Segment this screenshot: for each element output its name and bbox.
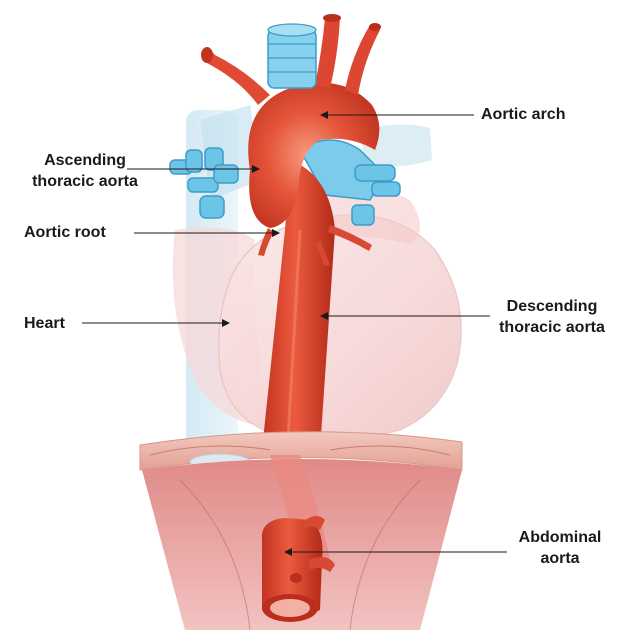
label-heart-text: Heart (24, 313, 65, 334)
label-ascending-line2: thoracic aorta (10, 171, 160, 192)
label-aortic-arch-text: Aortic arch (481, 104, 565, 125)
label-ascending-line1: Ascending (10, 150, 160, 171)
label-abdominal-aorta: Abdominal aorta (510, 527, 610, 569)
label-aortic-root-text: Aortic root (24, 222, 106, 243)
label-ascending-thoracic-aorta: Ascending thoracic aorta (10, 150, 160, 192)
label-descending-line2: thoracic aorta (488, 317, 616, 338)
label-descending-thoracic-aorta: Descending thoracic aorta (488, 296, 616, 338)
label-abdominal-line1: Abdominal (510, 527, 610, 548)
label-aortic-arch: Aortic arch (481, 104, 565, 125)
label-heart: Heart (24, 313, 65, 334)
label-descending-line1: Descending (488, 296, 616, 317)
label-aortic-root: Aortic root (24, 222, 106, 243)
trachea (268, 24, 316, 88)
label-abdominal-line2: aorta (510, 548, 610, 569)
